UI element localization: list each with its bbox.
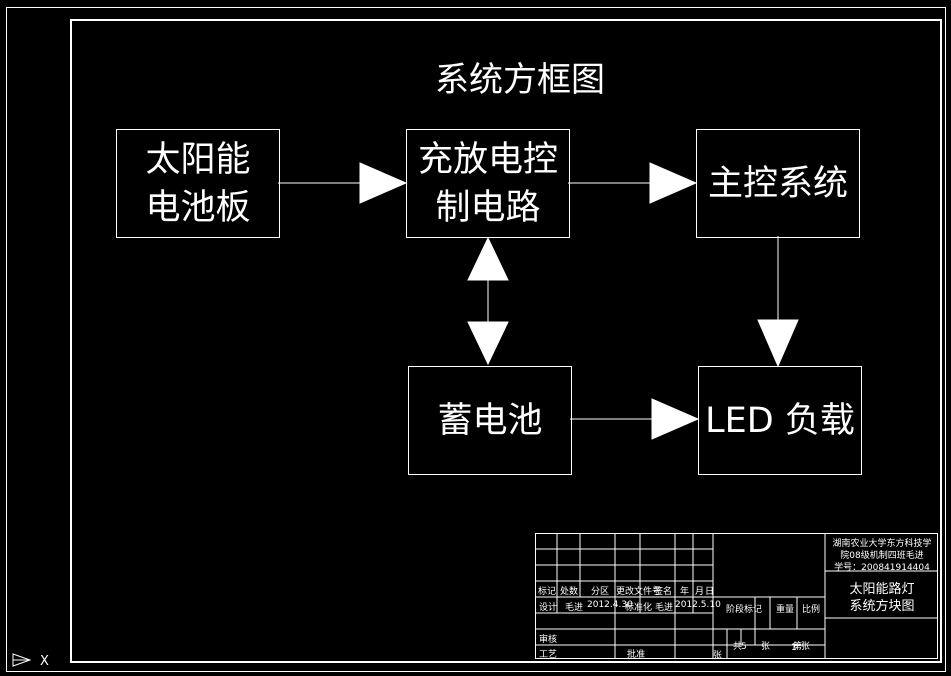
school-line-2: 院08级机制四班毛进 xyxy=(840,551,924,561)
hdr-zone: 分区 xyxy=(591,587,610,597)
hdr-month: 月 xyxy=(695,587,705,597)
hdr-day: 日 xyxy=(705,587,715,597)
date-2: 2012.5.10 xyxy=(675,600,721,610)
total-value: 5 xyxy=(741,642,747,652)
approve-label: 批准 xyxy=(627,650,646,660)
sheet-label: 张 xyxy=(761,642,771,652)
stage-mark-label: 阶段标记 xyxy=(726,605,763,615)
designer-2: 毛进 xyxy=(655,603,674,613)
svg-text:X: X xyxy=(40,654,49,669)
school-line-1: 湖南农业大学东方科技学 xyxy=(832,539,932,549)
arrow-battery-to-led xyxy=(570,398,700,440)
sheet-no-value: 1 xyxy=(791,643,797,653)
arrow-solar-to-charge xyxy=(278,162,408,204)
block-solar-panel: 太阳能 电池板 xyxy=(116,129,280,238)
designer-1: 毛进 xyxy=(565,603,584,613)
process-label: 工艺 xyxy=(539,650,558,660)
hdr-mark: 标记 xyxy=(538,587,557,597)
arrow-charge-to-main xyxy=(568,162,698,204)
ucs-icon: X xyxy=(12,653,49,669)
title-block-grid xyxy=(535,533,938,659)
hdr-sign: 签名 xyxy=(654,587,673,597)
std-label: 标准化 xyxy=(625,603,653,613)
student-id: 学号：200841914404 xyxy=(834,563,930,573)
hdr-count: 处数 xyxy=(560,587,579,597)
sheet-no-label: 第 xyxy=(793,642,803,652)
drawing-name-line-1: 太阳能路灯 xyxy=(849,582,915,597)
review-label: 审核 xyxy=(539,635,558,645)
hdr-change-doc: 更改文件号 xyxy=(616,587,662,597)
drawing-frame-inner xyxy=(70,19,942,663)
arrow-main-to-led xyxy=(757,236,799,368)
diagram-title: 系统方框图 xyxy=(435,60,605,100)
sheet-label-2: 张 xyxy=(801,642,811,652)
hdr-year: 年 xyxy=(680,587,690,597)
design-label: 设计 xyxy=(539,603,558,613)
scale-label: 比例 xyxy=(802,605,821,615)
drawing-name-line-2: 系统方块图 xyxy=(849,599,915,614)
arrow-charge-battery-bidirectional xyxy=(467,236,509,366)
drawing-frame-outer xyxy=(6,7,946,672)
weight-label: 重量 xyxy=(776,605,795,615)
date-1: 2012.4.30 xyxy=(587,600,633,610)
title-block: 湖南农业大学东方科技学 院08级机制四班毛进 学号：200841914404 太… xyxy=(535,533,938,661)
block-battery: 蓄电池 xyxy=(408,366,572,475)
total-label: 共 xyxy=(733,642,743,652)
sheet-label-3: 张 xyxy=(713,651,723,661)
block-led-load: LED 负载 xyxy=(698,366,862,475)
